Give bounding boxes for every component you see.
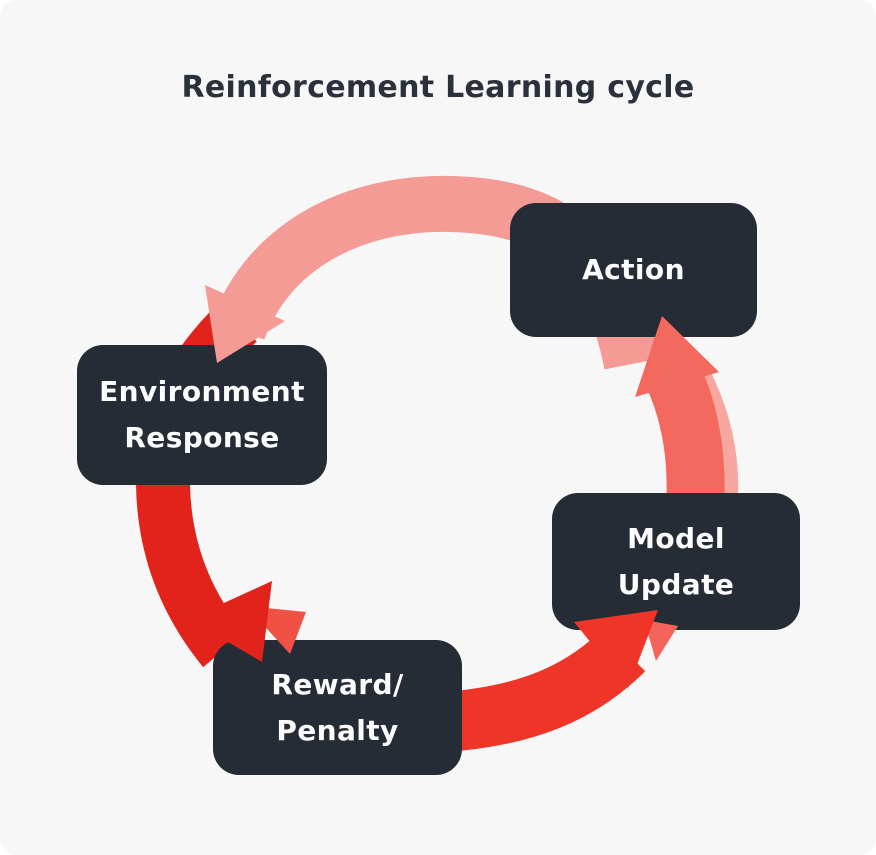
- arrow-band-reward-to-model-update: [442, 628, 646, 752]
- node-action-label: Action: [582, 253, 685, 286]
- node-environment-label-2: Response: [124, 421, 280, 454]
- node-reward-label-2: Penalty: [276, 713, 399, 747]
- diagram-title: Reinforcement Learning cycle: [181, 70, 695, 105]
- node-model-update: Model Update: [552, 493, 800, 630]
- node-action: Action: [510, 203, 757, 337]
- node-environment-response: Environment Response: [77, 345, 327, 485]
- node-environment-label: Environment: [99, 375, 305, 408]
- node-reward-penalty: Reward/ Penalty: [213, 640, 462, 775]
- node-model-label-2: Update: [617, 567, 735, 601]
- node-reward-label: Reward/: [271, 667, 404, 701]
- node-model-label: Model: [627, 521, 725, 555]
